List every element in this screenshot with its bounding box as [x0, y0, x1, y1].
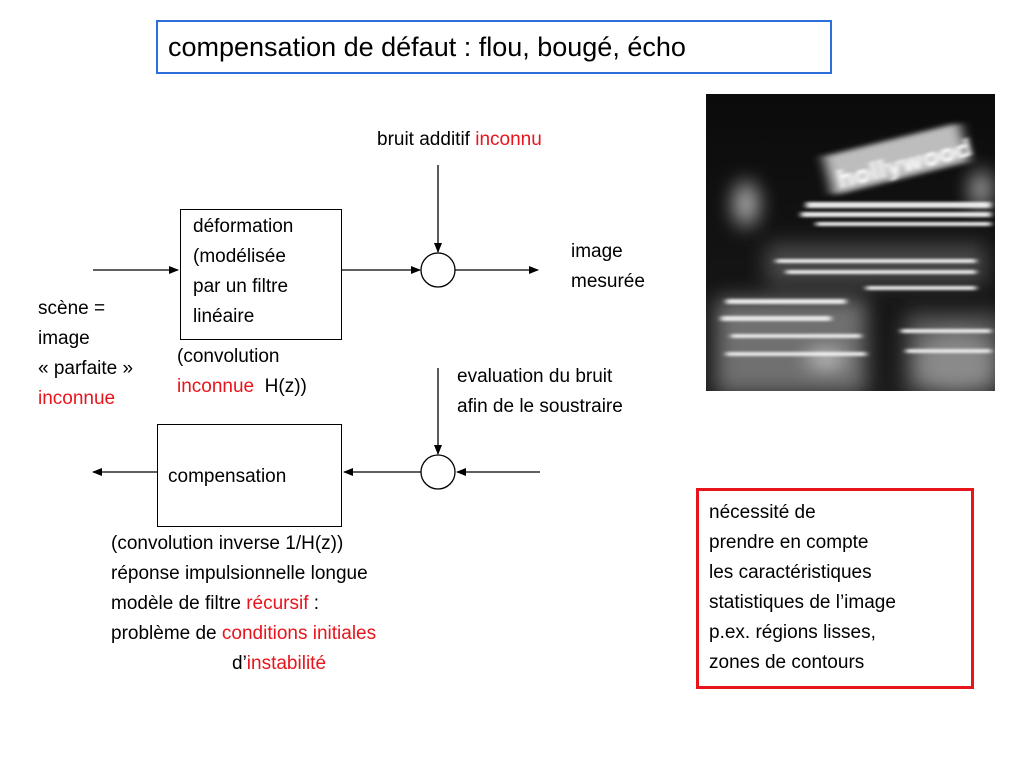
noise-label-unknown: inconnu	[475, 129, 542, 150]
sum-node-bottom	[420, 454, 456, 490]
sum-node-top	[420, 252, 456, 288]
inverse-note-text: modèle de filtre	[111, 593, 247, 614]
note-line: nécessité de	[709, 502, 816, 523]
output-label: image mesurée	[571, 237, 645, 297]
inverse-note-line: réponse impulsionnelle longue	[111, 563, 368, 584]
note-line: zones de contours	[709, 652, 865, 673]
scene-label-line: scène =	[38, 298, 106, 319]
instability-highlight: instabilité	[246, 653, 327, 674]
noise-eval-line: afin de le soustraire	[457, 396, 623, 417]
blurred-city-image: hollywood	[706, 94, 995, 391]
noise-eval-line: evaluation du bruit	[457, 366, 613, 387]
deformation-line: (modélisée	[193, 246, 286, 267]
noise-label-text: bruit additif	[377, 129, 476, 150]
scene-label: scène = image « parfaite » inconnue	[38, 294, 133, 414]
scene-label-line: image	[38, 328, 90, 349]
inverse-note-text: d’	[232, 653, 247, 674]
deformation-block: déformation (modélisée par un filtre lin…	[180, 209, 342, 340]
blurred-photo: hollywood	[706, 94, 995, 391]
inverse-note-text: :	[308, 593, 320, 614]
inverse-note-line: (convolution inverse 1/H(z))	[111, 533, 344, 554]
convolution-transfer: H(z))	[254, 376, 307, 397]
noise-eval-label: evaluation du bruit afin de le soustrair…	[457, 362, 623, 422]
scene-label-unknown: inconnue	[38, 388, 116, 409]
note-line: p.ex. régions lisses,	[709, 622, 876, 643]
title-box: compensation de défaut : flou, bougé, éc…	[156, 20, 832, 74]
compensation-label: compensation	[168, 466, 287, 487]
convolution-note-line: (convolution	[177, 346, 280, 367]
page-title: compensation de défaut : flou, bougé, éc…	[168, 32, 686, 62]
deformation-line: linéaire	[193, 306, 255, 327]
deformation-line: par un filtre	[193, 276, 289, 297]
requirements-note-box: nécessité de prendre en compte les carac…	[696, 488, 974, 689]
deformation-line: déformation	[193, 216, 294, 237]
inverse-note-text: problème de	[111, 623, 222, 644]
recursive-highlight: récursif	[246, 593, 309, 614]
output-label-line: mesurée	[571, 271, 645, 292]
note-line: statistiques de l’image	[709, 592, 896, 613]
scene-label-line: « parfaite »	[38, 358, 134, 379]
note-line: les caractéristiques	[709, 562, 872, 583]
note-line: prendre en compte	[709, 532, 869, 553]
initial-conditions-highlight: conditions initiales	[221, 623, 377, 644]
noise-label: bruit additif inconnu	[377, 125, 542, 155]
compensation-block: compensation	[157, 424, 342, 527]
inverse-notes: (convolution inverse 1/H(z)) réponse imp…	[111, 529, 376, 679]
convolution-note: (convolution inconnue H(z))	[177, 342, 307, 402]
output-label-line: image	[571, 241, 623, 262]
convolution-unknown: inconnue	[177, 376, 255, 397]
